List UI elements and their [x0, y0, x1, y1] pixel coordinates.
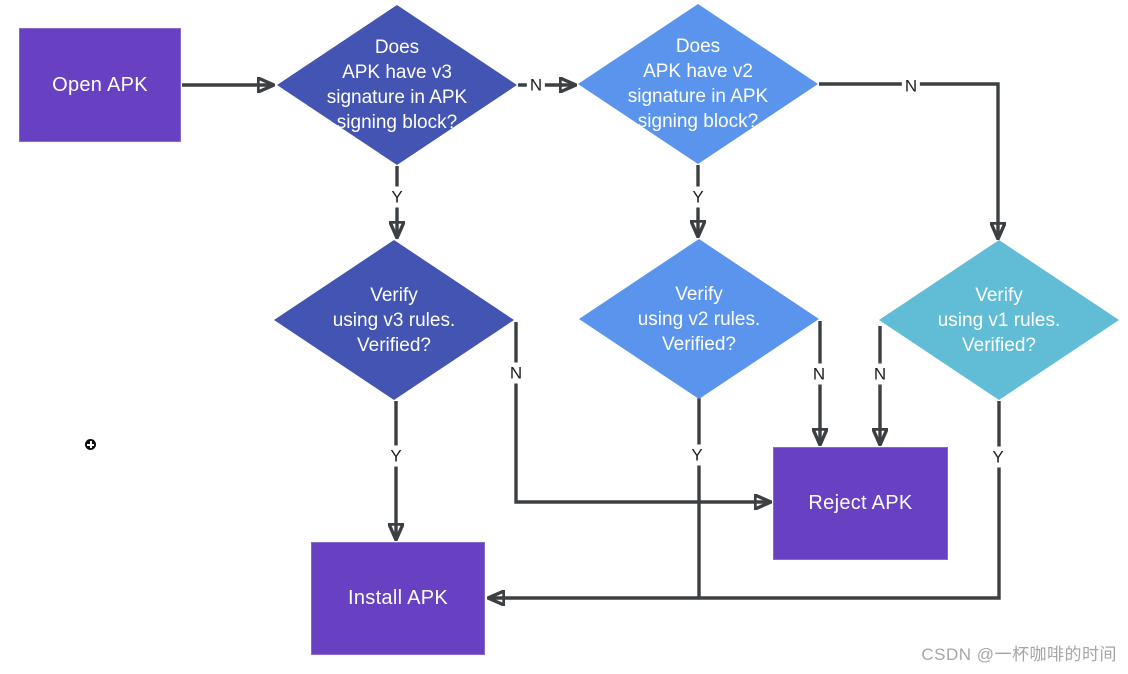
edge-v2check-to-v1verify	[819, 82, 998, 238]
edge-label-v2verify-n: N	[809, 363, 829, 385]
edge-label-v3verify-n: N	[506, 362, 526, 384]
edge-label-v1verify-n: N	[870, 363, 890, 385]
node-v1-verify-label: Verify using v1 rules. Verified?	[937, 284, 1061, 356]
edge-label-v2verify-y: Y	[688, 444, 706, 466]
node-install-apk[interactable]: Install APK	[311, 542, 485, 655]
node-reject-apk[interactable]: Reject APK	[773, 447, 948, 560]
node-v2-verify-label: Verify using v2 rules. Verified?	[637, 283, 761, 355]
node-open-apk-label: Open APK	[52, 73, 148, 96]
watermark-text: CSDN @一杯咖啡的时间	[921, 645, 1117, 664]
node-v3-verify-label: Verify using v3 rules. Verified?	[332, 284, 456, 356]
node-open-apk[interactable]: Open APK	[19, 28, 181, 142]
edge-label-v1verify-y: Y	[989, 446, 1007, 468]
gear-icon	[85, 439, 96, 450]
edge-label-v2check-y: Y	[689, 186, 707, 208]
node-reject-apk-label: Reject APK	[808, 492, 913, 514]
edge-label-v3verify-y: Y	[387, 445, 405, 467]
edge-label-v3check-y: Y	[388, 186, 406, 208]
node-install-apk-label: Install APK	[347, 587, 449, 609]
edge-label-v3check-n: N	[526, 74, 546, 96]
node-v2-check-label: Does APK have v2 signature in APK signin…	[627, 36, 769, 132]
edge-label-v2check-n: N	[901, 75, 921, 97]
node-v3-check-label: Does APK have v3 signature in APK signin…	[326, 37, 468, 133]
